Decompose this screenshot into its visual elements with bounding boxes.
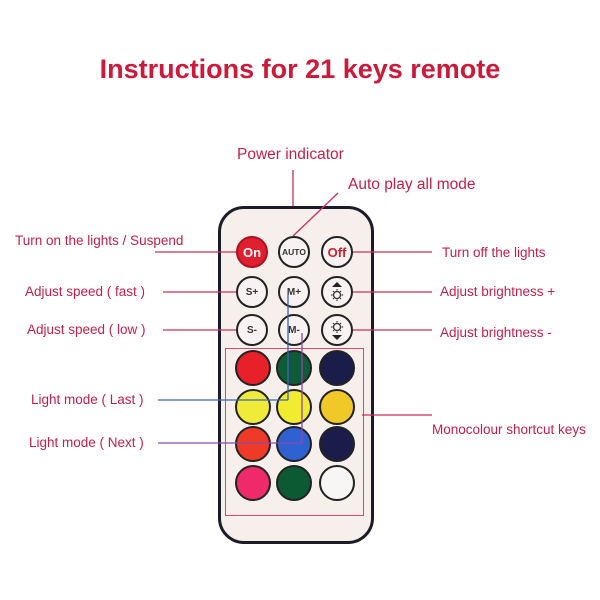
colour-key[interactable]: [319, 426, 355, 462]
label-speed-fast: Adjust speed ( fast ): [25, 284, 146, 299]
label-auto-play: Auto play all mode: [348, 176, 476, 193]
mode-up-key[interactable]: M+: [278, 276, 310, 308]
page-title: Instructions for 21 keys remote: [99, 54, 501, 84]
colour-key[interactable]: [276, 465, 312, 501]
colour-key[interactable]: [276, 426, 312, 462]
speed-up-key[interactable]: S+: [236, 276, 268, 308]
label-off: Turn off the lights: [442, 245, 546, 260]
label-brightness-up: Adjust brightness +: [440, 284, 556, 299]
brightness-down-key[interactable]: [321, 314, 353, 346]
label-on: Turn on the lights / Suspend: [15, 233, 184, 248]
brightness-down-icon: [331, 321, 343, 340]
colour-key[interactable]: [235, 389, 271, 425]
colour-key[interactable]: [319, 389, 355, 425]
label-speed-low: Adjust speed ( low ): [27, 322, 146, 337]
brightness-up-key[interactable]: [321, 276, 353, 308]
label-brightness-down: Adjust brightness -: [440, 325, 552, 340]
on-key[interactable]: On: [236, 236, 268, 268]
auto-key[interactable]: AUTO: [278, 236, 310, 268]
colour-key[interactable]: [235, 465, 271, 501]
label-mode-last: Light mode ( Last ): [31, 392, 144, 407]
speed-down-key[interactable]: S-: [236, 314, 268, 346]
colour-key[interactable]: [319, 350, 355, 386]
colour-key[interactable]: [276, 389, 312, 425]
off-key[interactable]: Off: [321, 236, 353, 268]
colour-key[interactable]: [235, 426, 271, 462]
label-mode-next: Light mode ( Next ): [29, 435, 144, 450]
colour-key[interactable]: [235, 350, 271, 386]
label-power-indicator: Power indicator: [237, 146, 344, 163]
mode-down-key[interactable]: M-: [278, 314, 310, 346]
colour-key[interactable]: [276, 350, 312, 386]
brightness-up-icon: [331, 282, 343, 301]
colour-key[interactable]: [319, 465, 355, 501]
label-monocolour: Monocolour shortcut keys: [432, 422, 586, 437]
monocolour-key-group-outline: [225, 348, 364, 516]
